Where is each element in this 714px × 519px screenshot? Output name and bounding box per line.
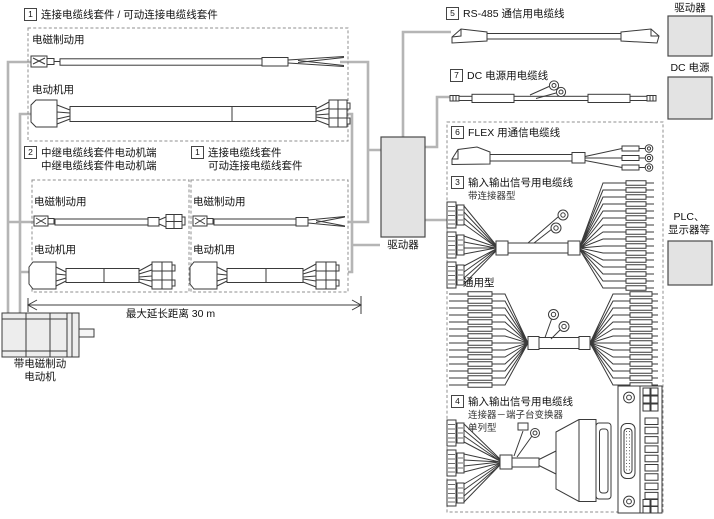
driver2-label: 驱动器 xyxy=(674,2,706,14)
set1-title-text: 连接电缆线套件 / 可动连接电缆线套件 xyxy=(41,9,218,21)
rs485-title: 5 RS-485 通信用电缆线 xyxy=(446,7,565,21)
dc-cable-drawing xyxy=(449,80,657,104)
io-terminal-cable-drawing xyxy=(446,385,663,514)
driver-box xyxy=(380,136,426,238)
motor-line-right xyxy=(344,112,380,274)
flex-number-icon: 6 xyxy=(451,126,464,139)
set3-title: 1 连接电缆线套件 可动连接电缆线套件 xyxy=(191,146,303,173)
set2-number-icon: 2 xyxy=(24,146,37,159)
dc-line xyxy=(425,95,451,149)
set3-number-icon: 1 xyxy=(191,146,204,159)
flex-cable-drawing xyxy=(451,144,654,172)
set1-brake-cable-drawing xyxy=(30,55,345,68)
set2-brake-label: 电磁制动用 xyxy=(34,196,87,208)
set1-motor-cable-drawing xyxy=(30,99,351,128)
io-connector-title-text: 输入输出信号用电缆线 xyxy=(468,177,573,189)
motor-unit-label-line2: 电动机 xyxy=(24,370,56,383)
io-terminal-title-text: 输入输出信号用电缆线 xyxy=(468,396,573,408)
driver-label: 驱动器 xyxy=(387,239,419,251)
dc-cable-title: 7 DC 电源用电缆线 xyxy=(450,69,548,83)
io-connector-number-icon: 3 xyxy=(451,176,464,189)
flex-title: 6 FLEX 用通信电缆线 xyxy=(451,126,560,140)
set3-outline xyxy=(190,179,349,293)
plc-label: PLC、 显示器等 xyxy=(662,211,714,236)
set1-number-icon: 1 xyxy=(24,8,37,21)
io-connector-title: 3 输入输出信号用电缆线 带连接器型 xyxy=(451,176,573,203)
motor-unit-label: 带电磁制动 电动机 xyxy=(0,358,82,383)
rs485-cable-drawing xyxy=(451,28,660,44)
set1-title: 1 连接电缆线套件 / 可动连接电缆线套件 xyxy=(24,8,218,22)
plc-label-line2: 显示器等 xyxy=(668,223,710,236)
motor-drawing xyxy=(1,312,95,358)
set1-motor-label: 电动机用 xyxy=(32,84,74,96)
plc-label-line1: PLC、 xyxy=(673,211,705,223)
io-connector-subtitle: 带连接器型 xyxy=(468,191,516,202)
io-general-cable-drawing xyxy=(449,291,658,388)
flex-title-text: FLEX 用通信电缆线 xyxy=(468,127,561,139)
set3-motor-label: 电动机用 xyxy=(193,244,235,256)
set2-title-line1: 中继电缆线套件电动机端 xyxy=(41,147,157,159)
dc-power-label: DC 电源 xyxy=(670,62,710,74)
io-terminal-title: 4 输入输出信号用电缆线 连接器－端子台变换器 单列型 xyxy=(451,395,573,435)
set3-brake-label: 电磁制动用 xyxy=(193,196,246,208)
set3-title-line1: 连接电缆线套件 xyxy=(208,147,282,159)
rs485-title-text: RS-485 通信用电缆线 xyxy=(463,8,565,20)
io-terminal-number-icon: 4 xyxy=(451,395,464,408)
io-connector-cable-drawing xyxy=(446,180,654,291)
set2-title-line2: 中继电缆线套件电动机端 xyxy=(41,160,157,172)
set3-motor-cable-drawing xyxy=(189,261,340,290)
motor-unit-label-line1: 带电磁制动 xyxy=(13,358,67,370)
dc-power-box xyxy=(667,76,713,120)
io-terminal-subtitle-line1: 连接器－端子台变换器 xyxy=(468,410,564,421)
rs485-line xyxy=(401,30,451,137)
connection-lines xyxy=(6,30,451,313)
set2-motor-label: 电动机用 xyxy=(34,244,76,256)
dc-cable-title-text: DC 电源用电缆线 xyxy=(467,70,549,82)
set2-title: 2 中继电缆线套件电动机端 中继电缆线套件电动机端 xyxy=(24,146,157,173)
dc-cable-number-icon: 7 xyxy=(450,69,463,82)
rs485-number-icon: 5 xyxy=(446,7,459,20)
set1-brake-label: 电磁制动用 xyxy=(32,34,85,46)
driver2-box xyxy=(667,15,713,57)
io-general-label: 通用型 xyxy=(463,277,495,289)
io-group-outline xyxy=(446,121,664,513)
set1-outline xyxy=(27,27,349,142)
set3-title-line2: 可动连接电缆线套件 xyxy=(208,160,303,172)
plc-box xyxy=(667,240,713,286)
max-distance-label: 最大延长距离 30 m xyxy=(125,308,216,320)
max-distance-arrow xyxy=(26,296,363,314)
set3-brake-cable-drawing xyxy=(192,215,346,227)
set2-motor-cable-drawing xyxy=(28,261,176,290)
brake-line-right xyxy=(340,60,382,224)
io-terminal-subtitle-line2: 单列型 xyxy=(468,423,497,434)
set2-outline xyxy=(31,179,190,293)
set2-brake-cable-drawing xyxy=(33,214,186,229)
